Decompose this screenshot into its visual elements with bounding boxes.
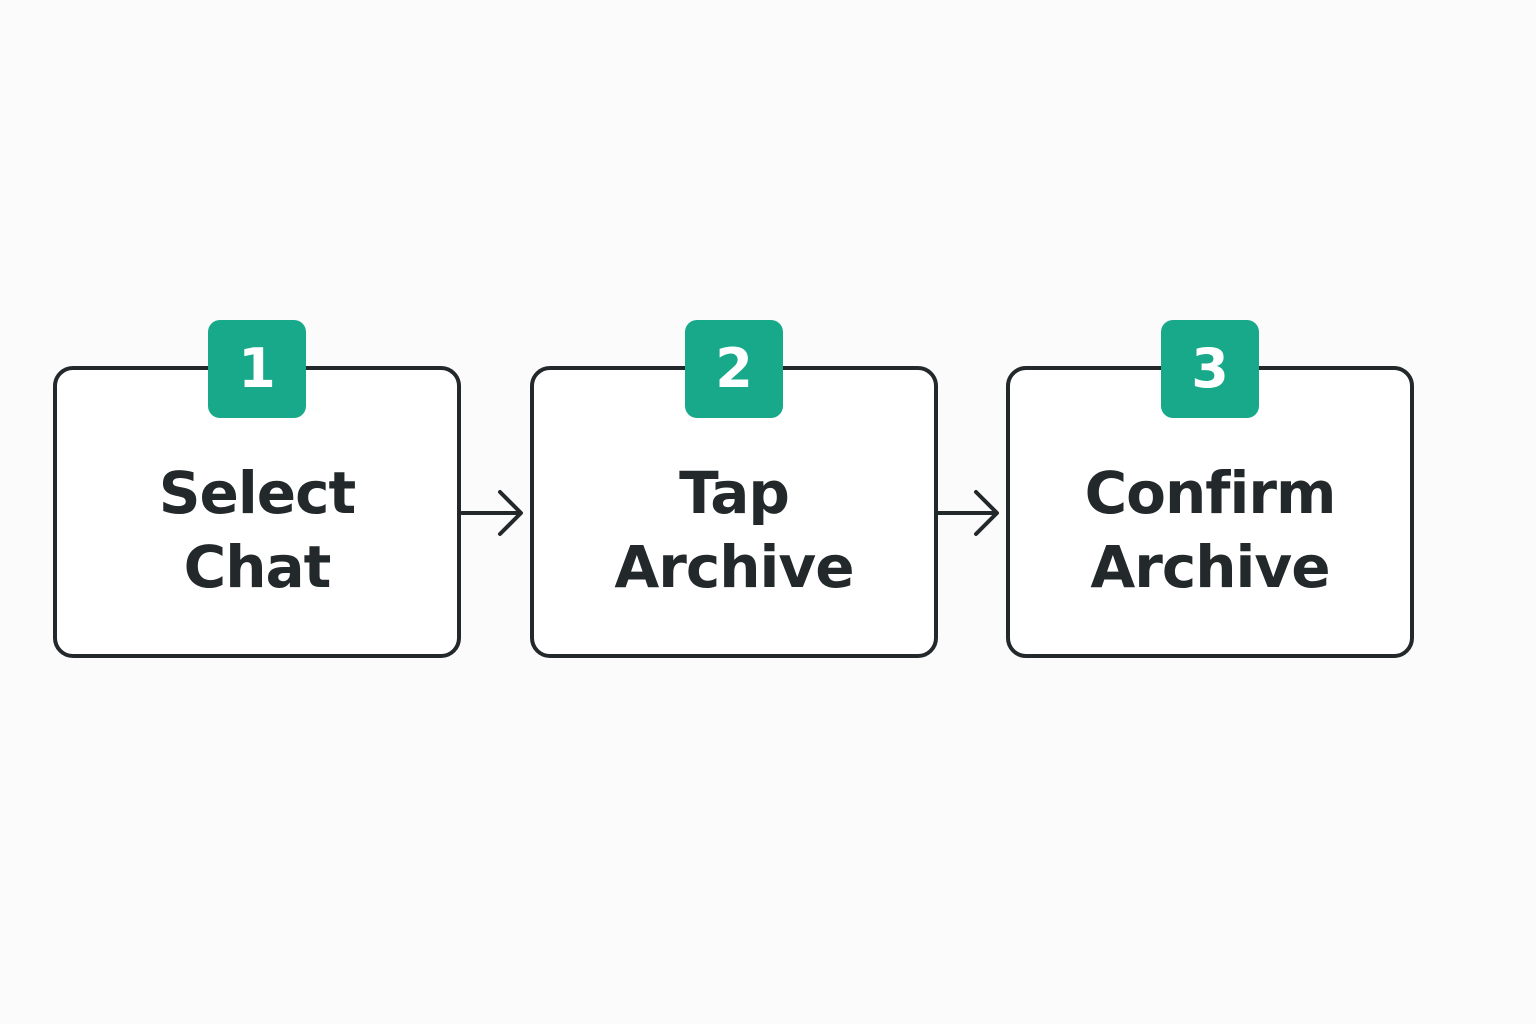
step-number-badge: 1 (208, 320, 306, 418)
step-number-badge: 2 (685, 320, 783, 418)
step-label-line: Select (158, 459, 356, 527)
step-label: Select Chat (57, 456, 457, 604)
step-label-line: Tap (679, 459, 790, 527)
step-box-2: 2 Tap Archive (530, 320, 938, 658)
step-box-3: 3 Confirm Archive (1006, 320, 1414, 658)
step-label: Tap Archive (534, 456, 934, 604)
step-number-badge: 3 (1161, 320, 1259, 418)
arrow-right-icon (460, 490, 523, 536)
step-box-1: 1 Select Chat (53, 320, 461, 658)
step-label-line: Confirm (1084, 459, 1337, 527)
step-label-line: Archive (614, 533, 854, 601)
step-label-line: Chat (183, 533, 332, 601)
arrow-right-icon (936, 490, 999, 536)
step-label-line: Archive (1090, 533, 1330, 601)
step-label: Confirm Archive (1010, 456, 1410, 604)
